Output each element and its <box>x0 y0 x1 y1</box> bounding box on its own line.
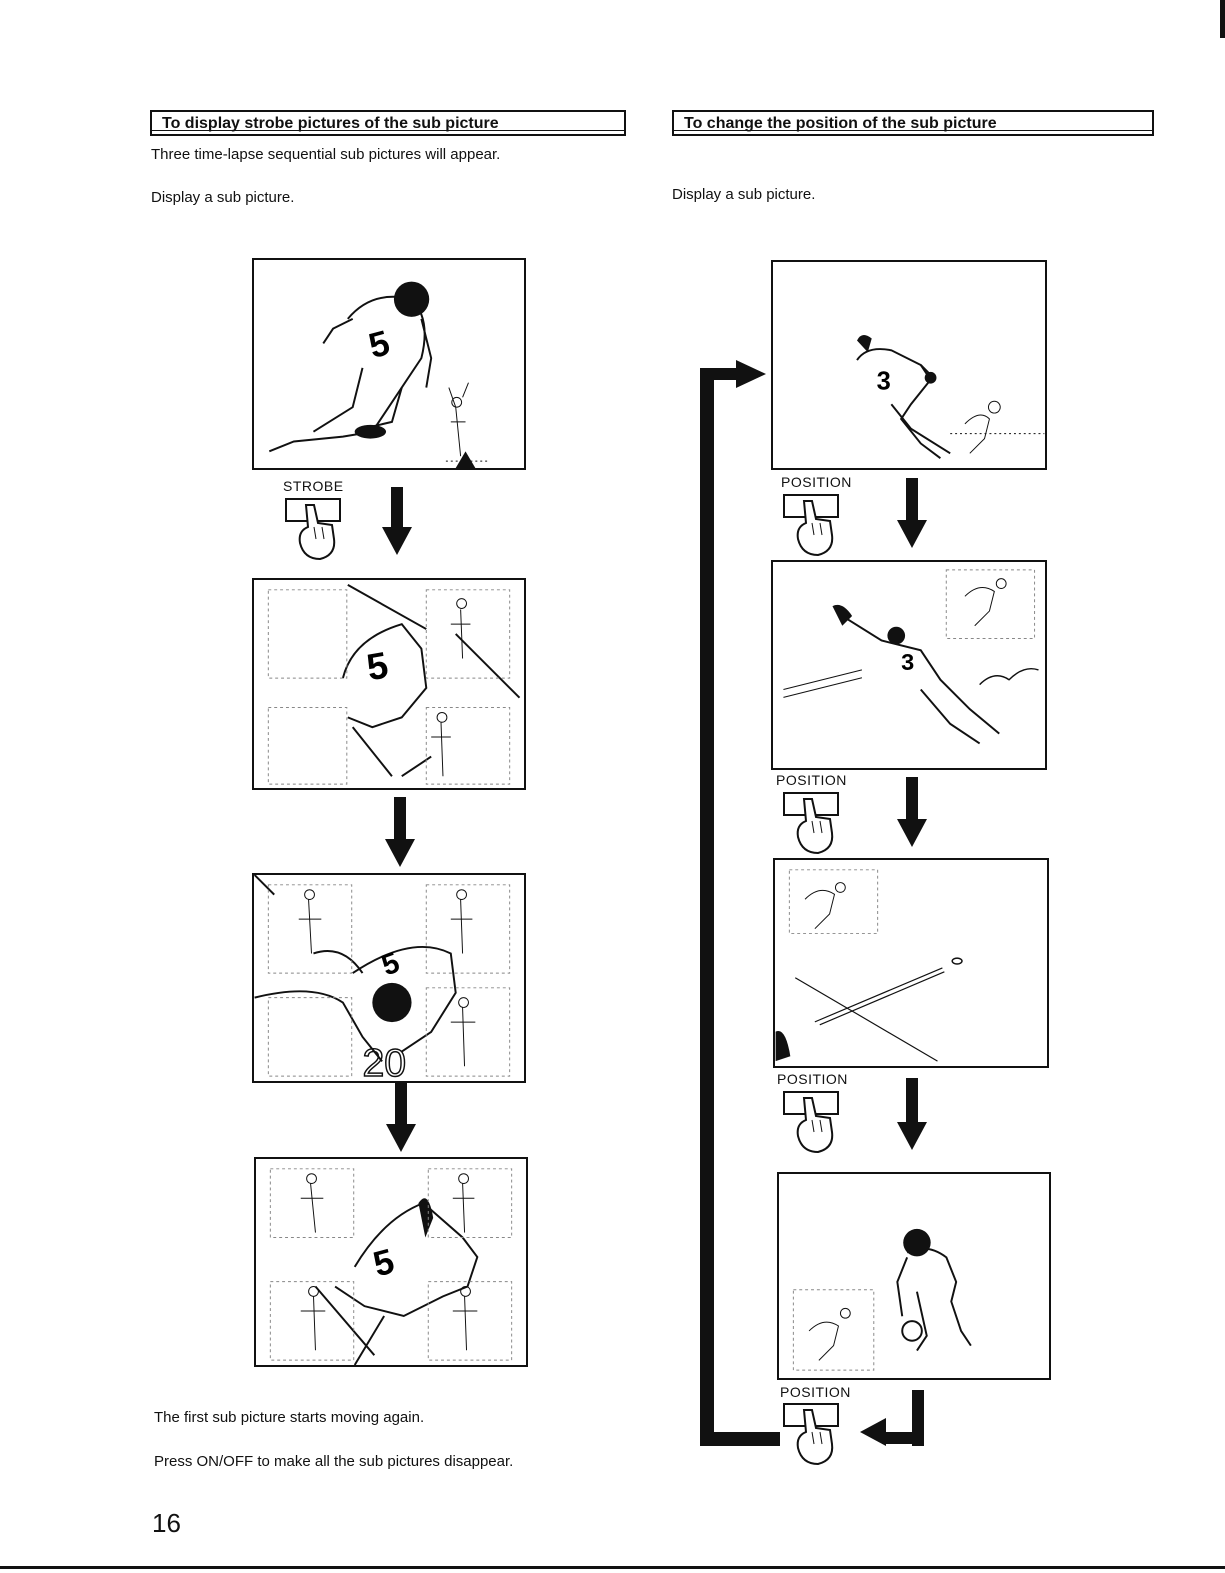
position-button-4[interactable] <box>782 1402 842 1470</box>
position-screen-1: 3 <box>771 260 1047 470</box>
strobe-section-heading: To display strobe pictures of the sub pi… <box>150 110 626 136</box>
strobe-heading-text: To display strobe pictures of the sub pi… <box>162 115 499 132</box>
pointing-hand-icon <box>284 497 344 565</box>
field-view-illustration <box>775 860 1047 1066</box>
position-button-label-4: POSITION <box>780 1384 851 1400</box>
strobe-step-text: Display a sub picture. <box>151 188 294 208</box>
strobe-outro-text-1: The first sub picture starts moving agai… <box>154 1408 424 1428</box>
strobe-button[interactable] <box>284 497 344 565</box>
pointing-hand-icon <box>782 493 842 561</box>
position-button-2[interactable] <box>782 791 842 859</box>
page-edge-mark <box>1220 0 1225 38</box>
position-section-heading: To change the position of the sub pictur… <box>672 110 1154 136</box>
pointing-hand-icon <box>782 1090 842 1158</box>
strobe-illustration-2: 5 <box>254 580 524 788</box>
position-button-label-1: POSITION <box>781 474 852 490</box>
jersey-number: 5 <box>377 946 404 983</box>
down-arrow-icon <box>897 478 927 548</box>
diving-fielder-illustration: 3 <box>773 562 1045 768</box>
pointing-hand-icon <box>782 791 842 859</box>
down-arrow-icon <box>897 1078 927 1150</box>
position-step-text: Display a sub picture. <box>672 185 815 205</box>
strobe-outro-text-2: Press ON/OFF to make all the sub picture… <box>154 1452 513 1472</box>
down-arrow-icon <box>382 487 412 555</box>
jersey-number: 5 <box>365 323 394 366</box>
down-arrow-2 <box>385 797 415 867</box>
infielder-illustration <box>779 1174 1049 1378</box>
down-arrow-icon <box>385 797 415 867</box>
position-screen-2: 3 <box>771 560 1047 770</box>
strobe-intro-text: Three time-lapse sequential sub pictures… <box>151 145 500 165</box>
down-arrow-r2 <box>897 777 927 847</box>
strobe-button-label: STROBE <box>283 478 344 494</box>
strobe-screen-2: 5 <box>252 578 526 790</box>
bottom-rule <box>0 1566 1225 1569</box>
position-heading-text: To change the position of the sub pictur… <box>684 115 997 132</box>
return-arrow <box>860 1390 926 1448</box>
strobe-illustration-4: 5 <box>256 1159 526 1365</box>
strobe-screen-3: 5 20 <box>252 873 526 1083</box>
down-arrow-r3 <box>897 1078 927 1150</box>
strobe-screen-4: 5 <box>254 1157 528 1367</box>
down-arrow-icon <box>897 777 927 847</box>
jersey-number: 3 <box>877 368 891 396</box>
down-arrow-icon <box>386 1082 416 1152</box>
position-button-label-3: POSITION <box>777 1071 848 1087</box>
page-number: 16 <box>152 1508 181 1539</box>
runner-illustration: 5 <box>254 260 524 468</box>
return-arrow-icon <box>860 1390 926 1448</box>
position-button-3[interactable] <box>782 1090 842 1158</box>
strobe-illustration-3: 5 20 <box>254 875 524 1081</box>
strobe-screen-1: 5 <box>252 258 526 470</box>
position-button-1[interactable] <box>782 493 842 561</box>
jersey-number: 3 <box>901 649 914 675</box>
down-arrow-1 <box>382 487 412 555</box>
jersey-number: 5 <box>363 643 391 688</box>
position-button-label-2: POSITION <box>776 772 847 788</box>
position-screen-3 <box>773 858 1049 1068</box>
jersey-number-secondary: 20 <box>363 1041 407 1081</box>
fielder-illustration: 3 <box>773 262 1045 468</box>
jersey-number: 5 <box>369 1242 398 1285</box>
position-screen-4 <box>777 1172 1051 1380</box>
down-arrow-3 <box>386 1082 416 1152</box>
pointing-hand-icon <box>782 1402 842 1470</box>
down-arrow-r1 <box>897 478 927 548</box>
